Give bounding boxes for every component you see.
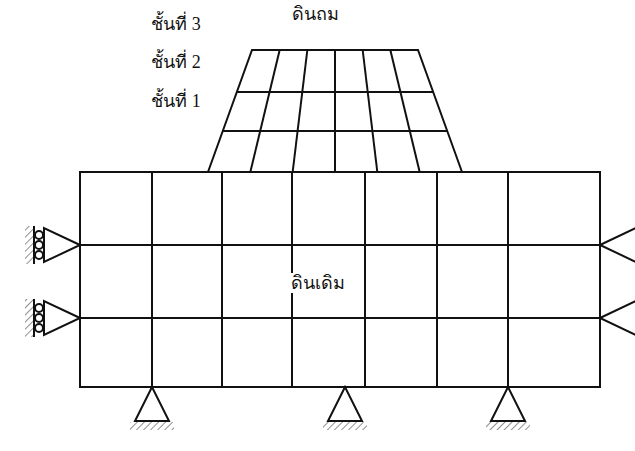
mesh-line [250, 50, 279, 172]
roller-support [25, 226, 80, 264]
mesh-line [221, 172, 223, 387]
pin-support [323, 387, 367, 430]
region-label: ดินถม [290, 4, 341, 25]
region-label: ดินเดิม [289, 273, 347, 294]
foundation-block [80, 172, 600, 387]
layer-label: ชั้นที่ 3 [149, 14, 203, 35]
layer-label: ชั้นที่ 2 [149, 52, 203, 73]
embankment-outline [208, 50, 462, 172]
mesh-line [334, 50, 336, 172]
layer-label: ชั้นที่ 1 [149, 91, 203, 112]
mesh-line [80, 317, 600, 319]
roller-support [600, 299, 635, 337]
mesh-line [390, 50, 419, 172]
pin-support [130, 387, 174, 430]
roller-support [600, 226, 635, 264]
mesh-line [363, 50, 378, 172]
mesh-line [364, 172, 366, 387]
mesh-line [293, 50, 308, 172]
mesh-line [151, 172, 153, 387]
mesh-line [507, 172, 509, 387]
mesh-line [436, 172, 438, 387]
pin-support [486, 387, 530, 430]
mesh-line [80, 244, 600, 246]
roller-support [25, 299, 80, 337]
